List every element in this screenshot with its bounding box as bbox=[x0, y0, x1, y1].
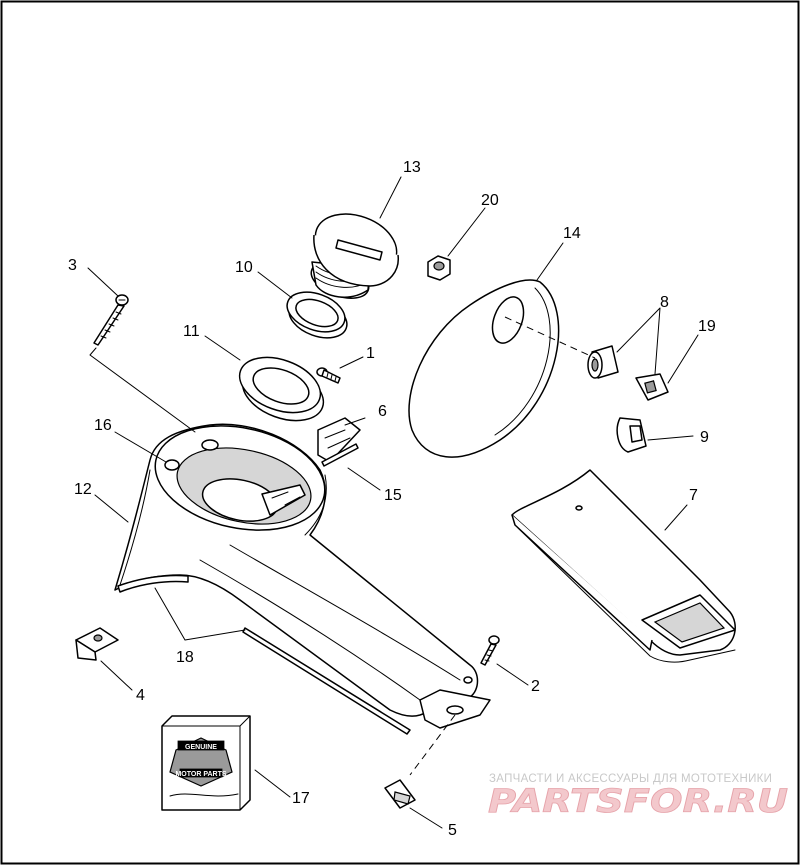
callout-19: 19 bbox=[698, 318, 716, 335]
callout-8: 8 bbox=[660, 294, 669, 311]
callout-10: 10 bbox=[235, 259, 253, 276]
part-screw-rear[interactable] bbox=[480, 635, 500, 666]
callout-14: 14 bbox=[563, 225, 581, 242]
callout-20: 20 bbox=[481, 192, 499, 209]
callout-11: 11 bbox=[183, 323, 200, 340]
part-console-body[interactable] bbox=[114, 411, 491, 735]
callout-2: 2 bbox=[531, 678, 540, 695]
part-nut[interactable] bbox=[427, 255, 451, 281]
callout-1: 1 bbox=[366, 345, 375, 362]
callout-16: 16 bbox=[94, 417, 112, 434]
assembly-lines bbox=[89, 316, 596, 776]
callout-12: 12 bbox=[74, 481, 92, 498]
watermark-brand: PARTSFOR.RU bbox=[488, 782, 788, 820]
callout-18: 18 bbox=[176, 649, 194, 666]
part-large-grommet[interactable] bbox=[232, 347, 331, 431]
callout-6: 6 bbox=[378, 403, 387, 420]
part-screw-small[interactable] bbox=[316, 367, 341, 384]
part-small-gasket[interactable] bbox=[282, 285, 353, 345]
callout-17: 17 bbox=[292, 790, 310, 807]
part-lock-cylinder[interactable] bbox=[587, 345, 619, 379]
callout-9: 9 bbox=[700, 429, 709, 446]
part-parts-box: GENUINE MOTOR PARTS bbox=[161, 715, 251, 811]
part-key[interactable] bbox=[635, 373, 669, 401]
watermark-caption: ЗАПЧАСТИ И АКСЕССУАРЫ ДЛЯ МОТОТЕХНИКИ bbox=[489, 773, 772, 785]
part-filler-cap[interactable] bbox=[306, 203, 405, 305]
callout-15: 15 bbox=[384, 487, 402, 504]
part-screw-long[interactable] bbox=[93, 294, 129, 346]
callout-7: 7 bbox=[689, 487, 698, 504]
callout-3: 3 bbox=[68, 257, 77, 274]
part-clip-nut[interactable] bbox=[75, 627, 119, 661]
box-logo-top-text: GENUINE bbox=[185, 744, 217, 751]
part-latch[interactable] bbox=[616, 417, 647, 453]
callout-4: 4 bbox=[136, 687, 145, 704]
part-cover-panel[interactable] bbox=[408, 279, 560, 458]
part-hinge-bracket[interactable] bbox=[317, 417, 361, 467]
box-logo-bottom-text: MOTOR PARTS bbox=[175, 771, 226, 778]
part-clip[interactable] bbox=[384, 779, 416, 809]
watermark: ЗАПЧАСТИ И АКСЕССУАРЫ ДЛЯ МОТОТЕХНИКИ PA… bbox=[488, 773, 789, 820]
callout-5: 5 bbox=[448, 822, 457, 839]
leader-lines bbox=[87, 176, 699, 829]
part-pad-tray[interactable] bbox=[511, 469, 736, 663]
callout-13: 13 bbox=[403, 159, 421, 176]
callout-numbers: 1 2 3 4 5 6 7 8 9 10 11 12 13 14 15 16 1… bbox=[68, 159, 716, 839]
